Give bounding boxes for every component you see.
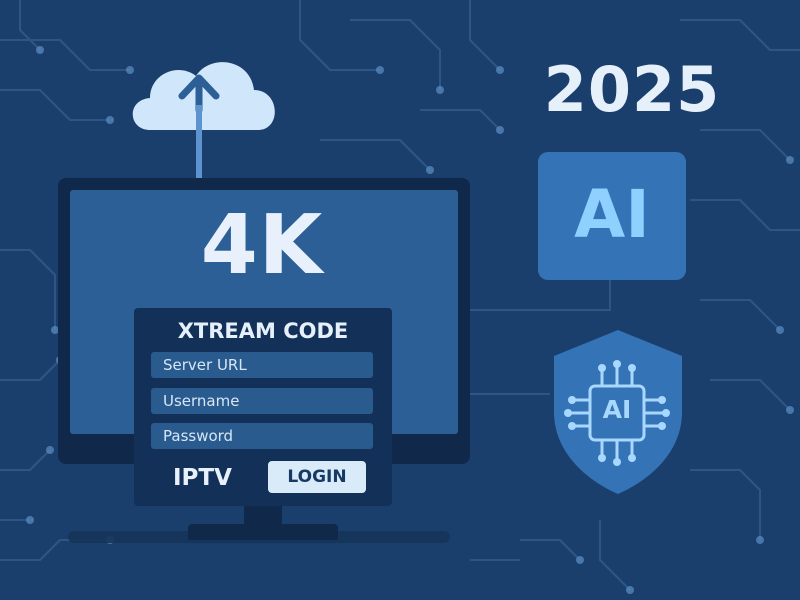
resolution-label: 4K xyxy=(200,198,324,293)
login-button[interactable]: LOGIN xyxy=(268,461,366,493)
monitor-stand-base xyxy=(188,524,338,540)
ai-badge xyxy=(538,152,686,280)
shield-chip-icon xyxy=(554,330,682,494)
upload-line xyxy=(196,105,202,180)
ai-badge-label: AI xyxy=(574,176,650,253)
cloud-upload-icon xyxy=(132,62,275,130)
username-field[interactable]: Username xyxy=(151,388,373,414)
year-headline: 2025 xyxy=(543,53,721,126)
login-title: XTREAM CODE xyxy=(177,319,349,343)
service-label: IPTV xyxy=(173,465,232,491)
server-url-field[interactable]: Server URL xyxy=(151,352,373,378)
shield-chip-label: AI xyxy=(602,395,632,424)
password-field[interactable]: Password xyxy=(151,423,373,449)
